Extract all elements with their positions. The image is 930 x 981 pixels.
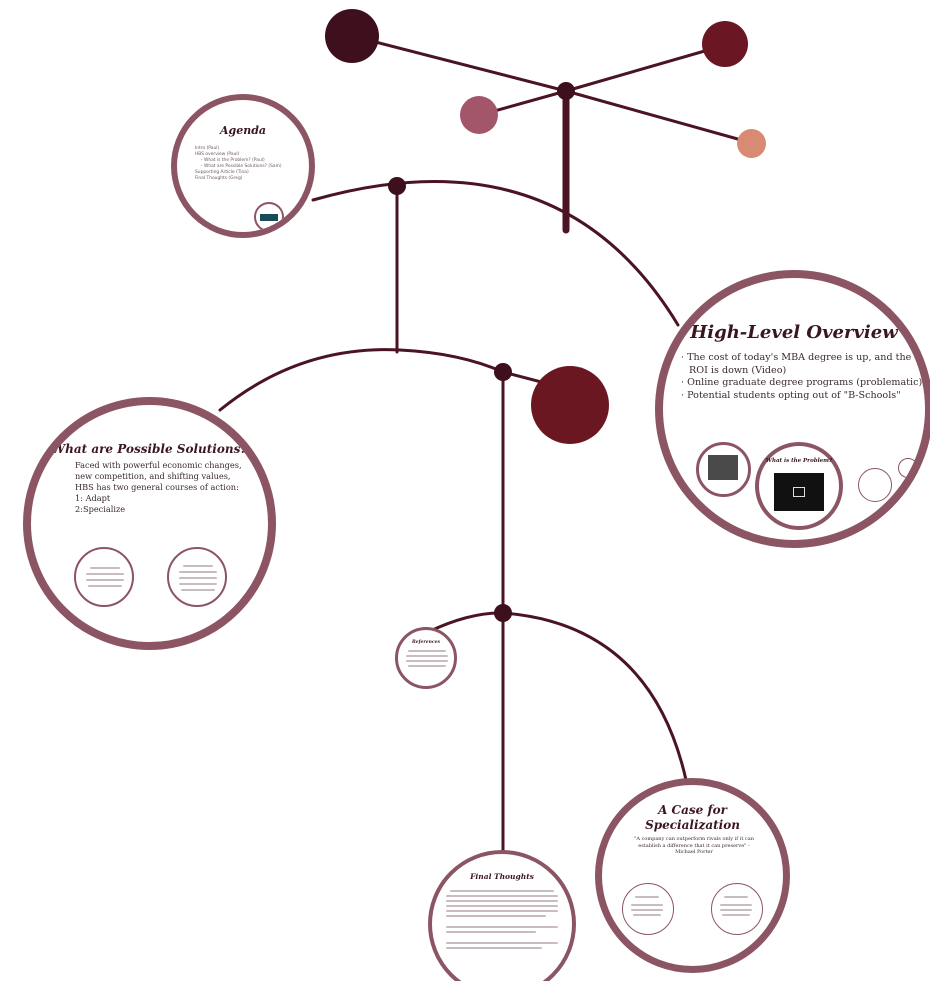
agenda-list: Intro (Paul) HBS overview (Paul) - What … xyxy=(195,146,307,182)
text-line xyxy=(720,909,752,911)
solutions-title: What are Possible Solutions? xyxy=(51,442,248,456)
decor-dot xyxy=(702,21,748,67)
option-text: 1: Adapt xyxy=(75,493,111,503)
decor-dot xyxy=(737,129,766,158)
list-item: Supporting Article (Tina) xyxy=(195,170,249,175)
wire xyxy=(501,611,692,802)
text-line xyxy=(635,896,659,898)
overview-bullets: · The cost of today's MBA degree is up, … xyxy=(681,352,925,402)
decor-dot xyxy=(460,96,498,134)
specialization-frame[interactable]: A Case for Specialization "A company can… xyxy=(595,778,790,973)
text-line xyxy=(179,571,217,573)
text-line xyxy=(446,926,558,928)
list-item: - What is the Problem? (Paul) xyxy=(201,158,265,163)
text-line xyxy=(406,660,448,662)
decor-dot xyxy=(325,9,379,63)
list-item: Intro (Paul) xyxy=(195,146,220,151)
specialization-quote: "A company can outperform rivals only if… xyxy=(634,836,754,855)
wire xyxy=(311,180,680,327)
references-title: References xyxy=(411,640,441,645)
text-line xyxy=(446,910,558,912)
text-line xyxy=(631,909,663,911)
list-item: · The cost of today's MBA degree is up, … xyxy=(681,352,912,376)
specialization-title-2: Specialization xyxy=(645,818,740,832)
text-line xyxy=(90,567,120,569)
text-line xyxy=(633,914,661,916)
text-line xyxy=(179,577,217,579)
wire xyxy=(564,42,731,93)
specialize-subframe[interactable] xyxy=(167,547,227,607)
specialization-subframe[interactable] xyxy=(622,883,674,935)
path-node xyxy=(557,82,575,100)
text-line xyxy=(408,650,446,652)
text-line xyxy=(446,947,542,949)
image-thumb xyxy=(708,455,738,480)
text-line xyxy=(446,900,558,902)
final-thoughts-frame[interactable]: Final Thoughts xyxy=(428,850,576,981)
agenda-thumbnail[interactable] xyxy=(254,202,284,232)
text-line xyxy=(720,904,752,906)
adapt-subframe[interactable] xyxy=(74,547,134,607)
wire xyxy=(218,348,505,412)
text-line xyxy=(406,655,448,657)
small-subframe[interactable] xyxy=(898,458,918,478)
path-node xyxy=(388,177,406,195)
text-line xyxy=(446,931,536,933)
wire xyxy=(564,89,754,145)
text-line xyxy=(446,915,546,917)
text-line xyxy=(86,573,124,575)
text-line xyxy=(446,895,558,897)
text-line xyxy=(631,904,663,906)
references-frame[interactable]: References xyxy=(395,627,457,689)
list-item: · Potential students opting out of "B-Sc… xyxy=(681,389,901,401)
text-line xyxy=(88,585,122,587)
agenda-frame[interactable]: Agenda Intro (Paul) HBS overview (Paul) … xyxy=(171,94,315,238)
text-line xyxy=(446,942,558,944)
final-thoughts-title: Final Thoughts xyxy=(470,872,534,881)
wire xyxy=(350,34,568,93)
decor-dot-large xyxy=(531,366,609,444)
overview-title: High-Level Overview xyxy=(690,322,898,343)
text-line xyxy=(446,905,558,907)
text-line xyxy=(450,890,554,892)
problem-subtitle: What is the Problem? xyxy=(765,458,833,464)
list-item: HBS overview (Paul) xyxy=(195,152,240,157)
text-line xyxy=(181,589,215,591)
specialization-title-1: A Case for xyxy=(658,803,727,817)
text-line xyxy=(183,565,213,567)
specialization-subframe[interactable] xyxy=(711,883,763,935)
video-thumbnail-frame[interactable] xyxy=(696,442,751,497)
text-line xyxy=(86,579,124,581)
agenda-title: Agenda xyxy=(219,124,267,137)
body-text: Faced with powerful economic changes, ne… xyxy=(75,460,242,492)
list-item: - What are Possible Solutions? (Sam) xyxy=(201,164,282,169)
solutions-frame[interactable]: What are Possible Solutions? Faced with … xyxy=(23,397,276,650)
text-line xyxy=(724,896,748,898)
video-player[interactable] xyxy=(774,473,824,511)
option-text: 2:Specialize xyxy=(75,504,126,514)
problem-subframe[interactable]: What is the Problem? xyxy=(755,442,843,530)
list-item: Final Thoughts (Greg) xyxy=(195,176,243,181)
image-thumb xyxy=(260,214,278,221)
text-line xyxy=(408,665,446,667)
solutions-body: Faced with powerful economic changes, ne… xyxy=(75,460,245,515)
list-item: · Online graduate degree programs (probl… xyxy=(681,377,923,388)
play-icon xyxy=(793,487,805,497)
text-line xyxy=(722,914,750,916)
text-line xyxy=(179,583,217,585)
path-node xyxy=(494,363,512,381)
small-subframe[interactable] xyxy=(858,468,892,502)
path-node xyxy=(494,604,512,622)
overview-frame[interactable]: High-Level Overview · The cost of today'… xyxy=(655,270,930,548)
